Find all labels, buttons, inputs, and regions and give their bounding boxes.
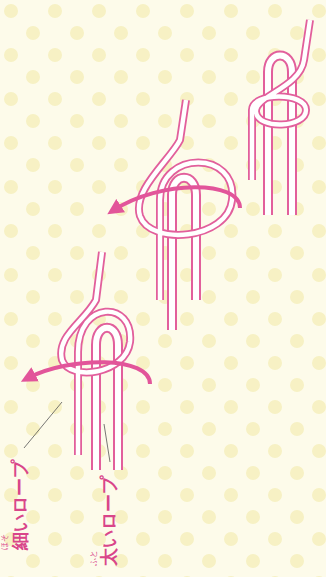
rope-label: 細いロープ: [11, 460, 29, 550]
furigana: ほそ: [1, 534, 9, 550]
knot-step: [252, 20, 310, 215]
rope-label: 太いロープ: [100, 476, 118, 566]
furigana: ふと: [90, 550, 98, 566]
knot-step: [28, 252, 150, 470]
leader-line: [104, 424, 110, 462]
leader-line: [24, 402, 62, 448]
knot-step: [114, 100, 240, 330]
